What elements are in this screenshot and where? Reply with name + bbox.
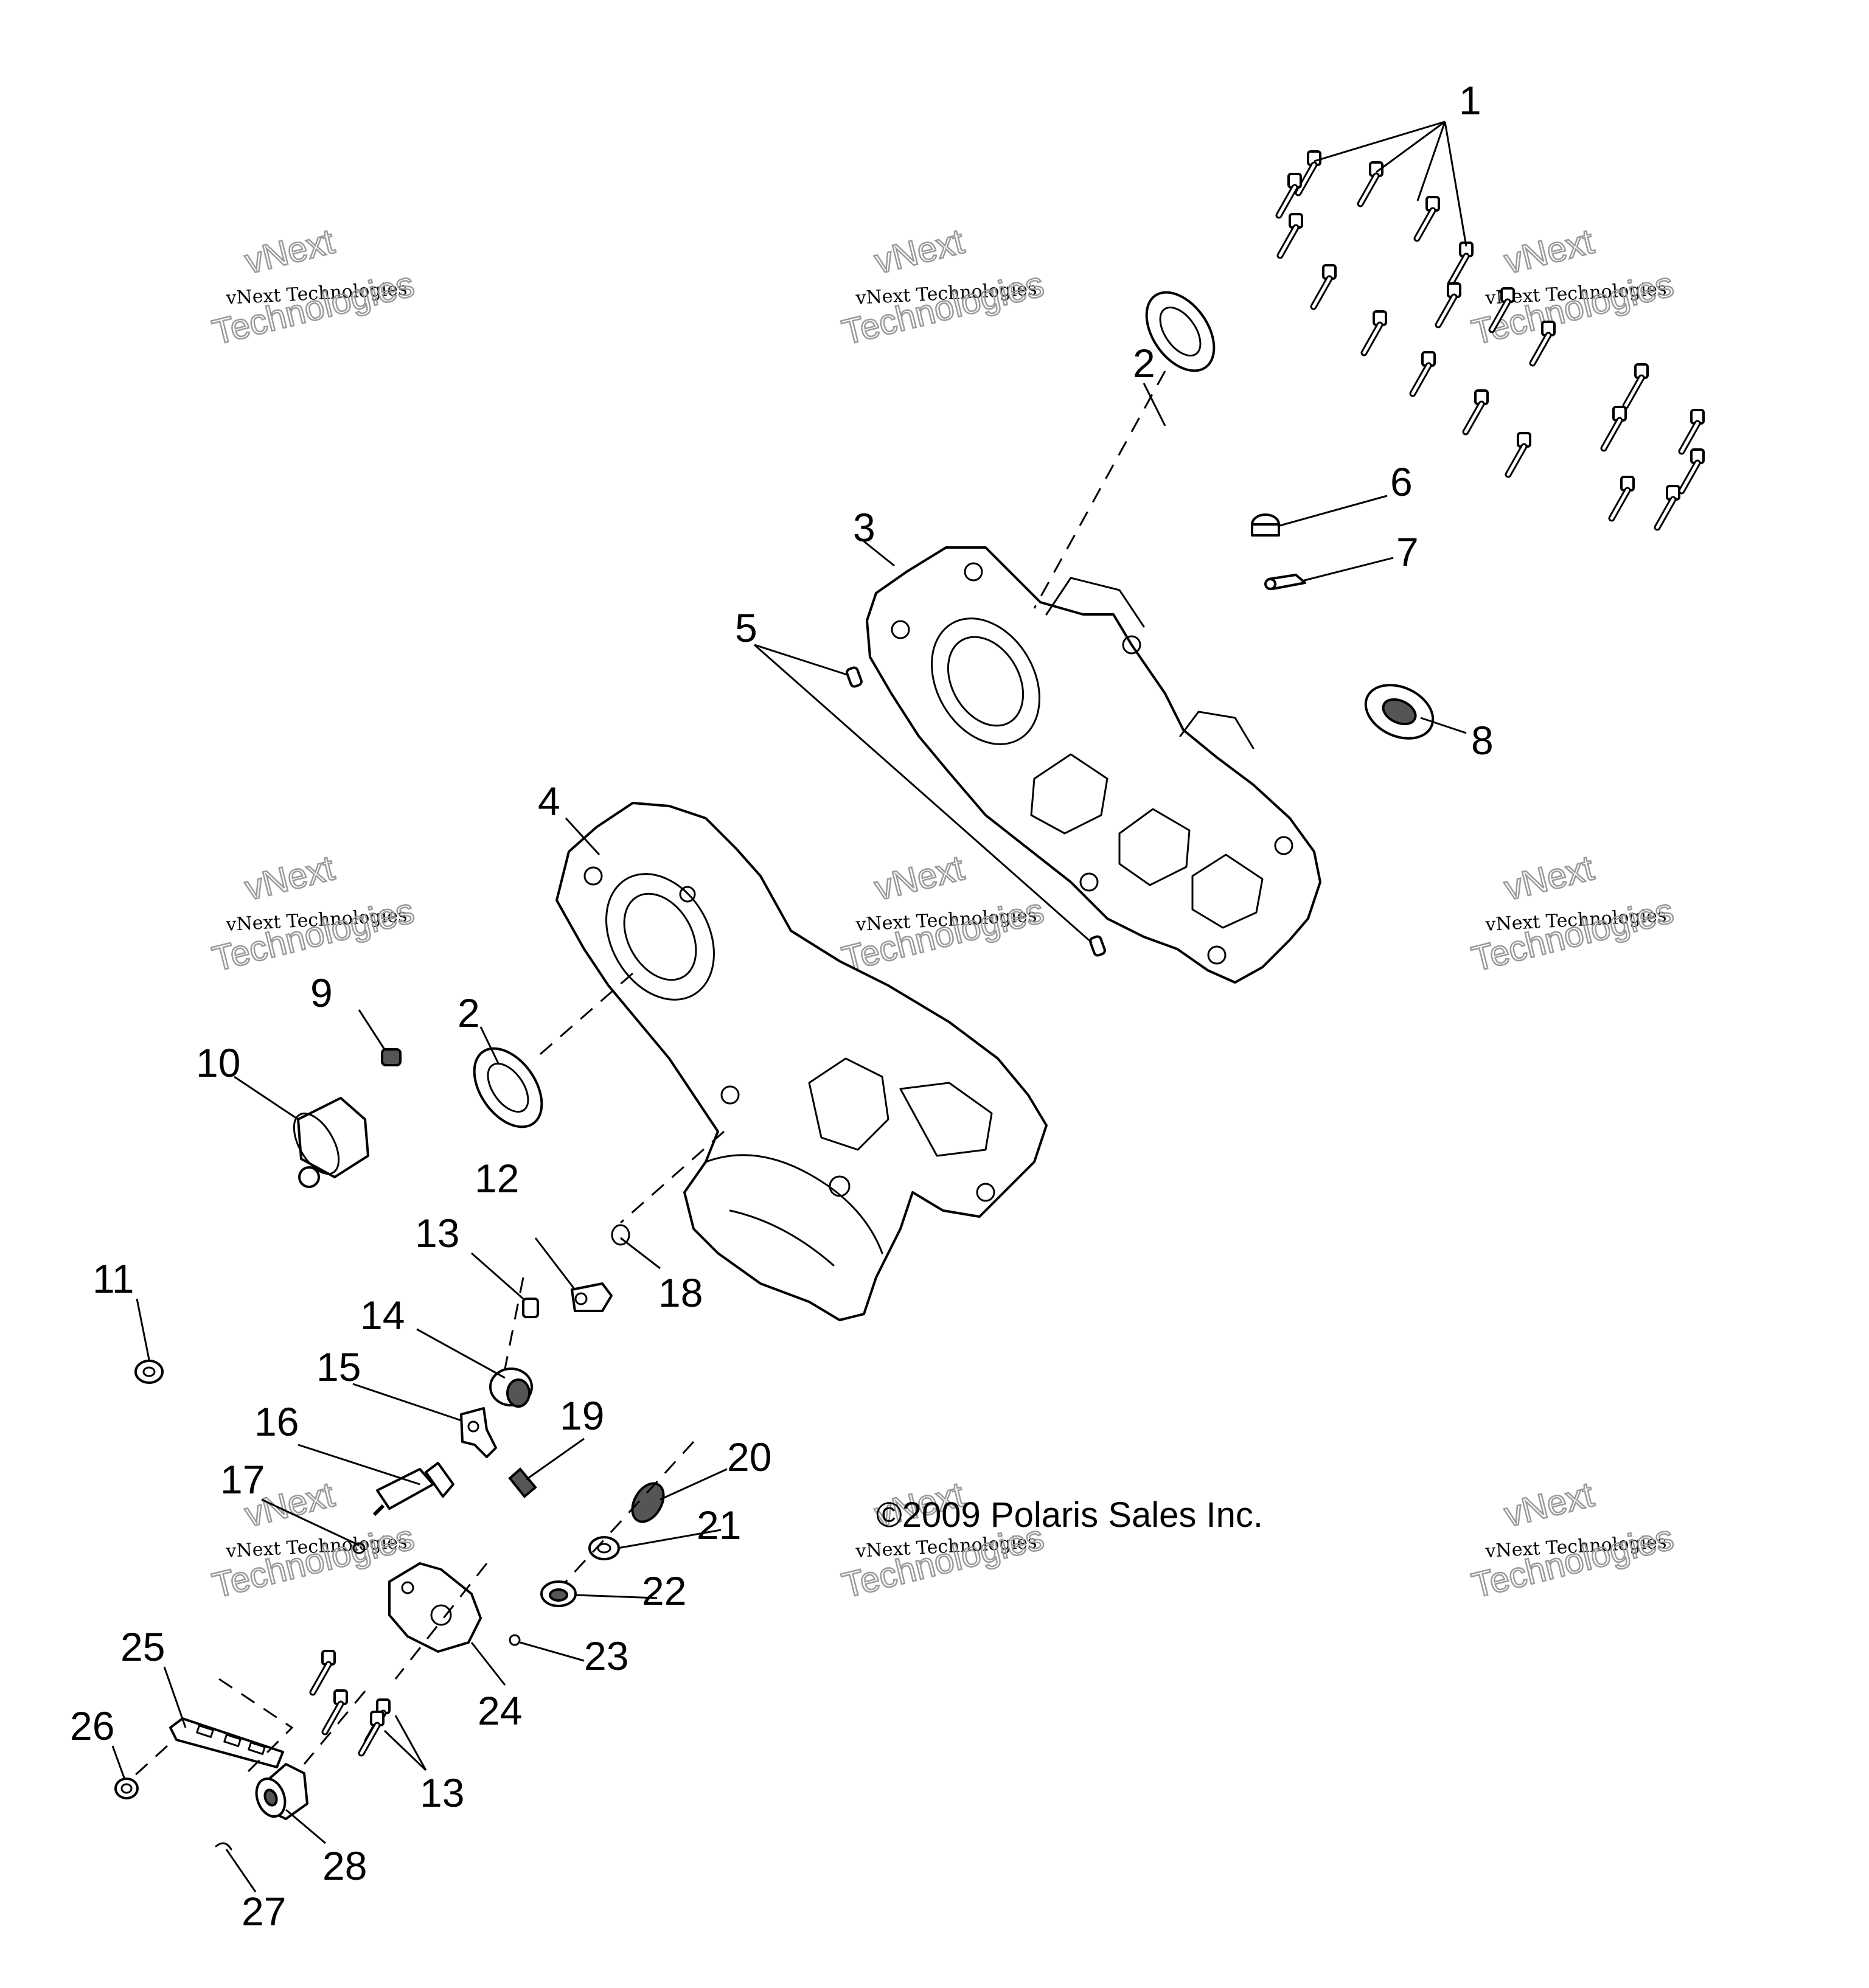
callout-13-upper: 13 xyxy=(415,1211,459,1256)
callout-7: 7 xyxy=(1396,529,1419,574)
callout-3: 3 xyxy=(853,505,875,550)
part-14-gear[interactable] xyxy=(489,1368,533,1408)
svg-text:Technologies: Technologies xyxy=(1468,264,1677,352)
callout-25: 25 xyxy=(120,1624,165,1669)
callout-22: 22 xyxy=(642,1568,686,1613)
part-23-ring[interactable] xyxy=(509,1634,521,1646)
callout-27: 27 xyxy=(242,1889,286,1934)
callout-11: 11 xyxy=(92,1256,134,1301)
part-18-o-ring[interactable] xyxy=(611,1224,630,1246)
part-17-ring[interactable] xyxy=(352,1542,366,1554)
part-10-damper[interactable] xyxy=(285,1097,369,1188)
callout-20: 20 xyxy=(727,1434,771,1479)
part-2-seal-lower[interactable] xyxy=(461,1036,555,1139)
callout-13-lower: 13 xyxy=(420,1770,464,1815)
callout-26: 26 xyxy=(70,1703,114,1748)
svg-text:Technologies: Technologies xyxy=(1468,1517,1677,1605)
part-4-crankcase-lower[interactable] xyxy=(555,802,1048,1321)
callout-10: 10 xyxy=(196,1040,240,1085)
svg-text:Technologies: Technologies xyxy=(209,891,418,979)
svg-text:vNext: vNext xyxy=(241,848,338,908)
svg-text:Technologies: Technologies xyxy=(838,264,1048,352)
callout-6: 6 xyxy=(1390,459,1413,504)
callout-14: 14 xyxy=(360,1293,405,1338)
svg-text:Technologies: Technologies xyxy=(209,264,418,352)
callout-12: 12 xyxy=(475,1156,519,1201)
part-26-nut[interactable] xyxy=(114,1778,139,1799)
part-19-spring[interactable] xyxy=(508,1467,537,1498)
callout-9: 9 xyxy=(310,970,333,1015)
part-21-gear[interactable] xyxy=(588,1536,620,1560)
assembly-lines xyxy=(133,370,1166,1778)
callout-2-lower: 2 xyxy=(458,990,480,1035)
part-5-dowels[interactable] xyxy=(846,666,1106,957)
svg-text:vNext: vNext xyxy=(871,221,968,282)
part-6-plug[interactable] xyxy=(1251,513,1280,537)
part-16-shaft[interactable] xyxy=(372,1462,454,1517)
callout-21: 21 xyxy=(697,1503,741,1548)
leader-lines xyxy=(111,120,1467,1892)
part-2-seal-upper[interactable] xyxy=(1133,280,1228,383)
part-7-tube[interactable] xyxy=(1264,574,1306,590)
part-13-bolt[interactable] xyxy=(522,1298,539,1318)
callout-15: 15 xyxy=(316,1344,361,1389)
callout-5: 5 xyxy=(735,605,757,650)
part-9-spring[interactable] xyxy=(381,1048,402,1066)
callout-24: 24 xyxy=(478,1688,522,1733)
part-13-bolts-lower[interactable] xyxy=(313,1651,389,1753)
svg-text:Technologies: Technologies xyxy=(209,1517,418,1605)
part-24-pump-body[interactable] xyxy=(388,1562,482,1653)
part-11-nut[interactable] xyxy=(134,1360,164,1384)
part-3-crankcase-upper[interactable] xyxy=(866,546,1321,984)
svg-text:vNext: vNext xyxy=(241,221,338,282)
svg-text:vNext: vNext xyxy=(1500,221,1598,282)
part-27-clip[interactable] xyxy=(215,1842,232,1851)
part-28-filter[interactable] xyxy=(251,1763,308,1821)
part-22-cap[interactable] xyxy=(540,1580,577,1607)
callout-28: 28 xyxy=(322,1843,367,1888)
callout-23: 23 xyxy=(584,1633,628,1678)
callout-labels: 1 2 3 4 5 6 7 8 2 9 10 11 12 13 18 14 15… xyxy=(70,78,1494,1934)
part-12-fitting[interactable] xyxy=(571,1282,613,1312)
callout-16: 16 xyxy=(254,1399,299,1444)
part-20-gear[interactable] xyxy=(626,1478,670,1527)
svg-text:vNext: vNext xyxy=(1500,1475,1598,1535)
copyright-notice: ©2009 Polaris Sales Inc. xyxy=(876,1495,1263,1535)
part-15-bracket[interactable] xyxy=(460,1407,497,1458)
svg-text:vNext: vNext xyxy=(871,848,968,908)
part-8-bearing[interactable] xyxy=(1357,675,1442,749)
callout-17: 17 xyxy=(220,1457,265,1502)
callout-18: 18 xyxy=(658,1270,703,1315)
callout-1: 1 xyxy=(1459,78,1481,123)
callout-4: 4 xyxy=(538,779,560,824)
callout-2-upper: 2 xyxy=(1133,341,1155,386)
svg-text:Technologies: Technologies xyxy=(1468,891,1677,979)
svg-text:Technologies: Technologies xyxy=(838,891,1048,979)
part-25-plate[interactable] xyxy=(169,1717,284,1768)
callout-8: 8 xyxy=(1471,718,1494,763)
svg-text:vNext: vNext xyxy=(1500,848,1598,908)
callout-19: 19 xyxy=(560,1393,604,1438)
